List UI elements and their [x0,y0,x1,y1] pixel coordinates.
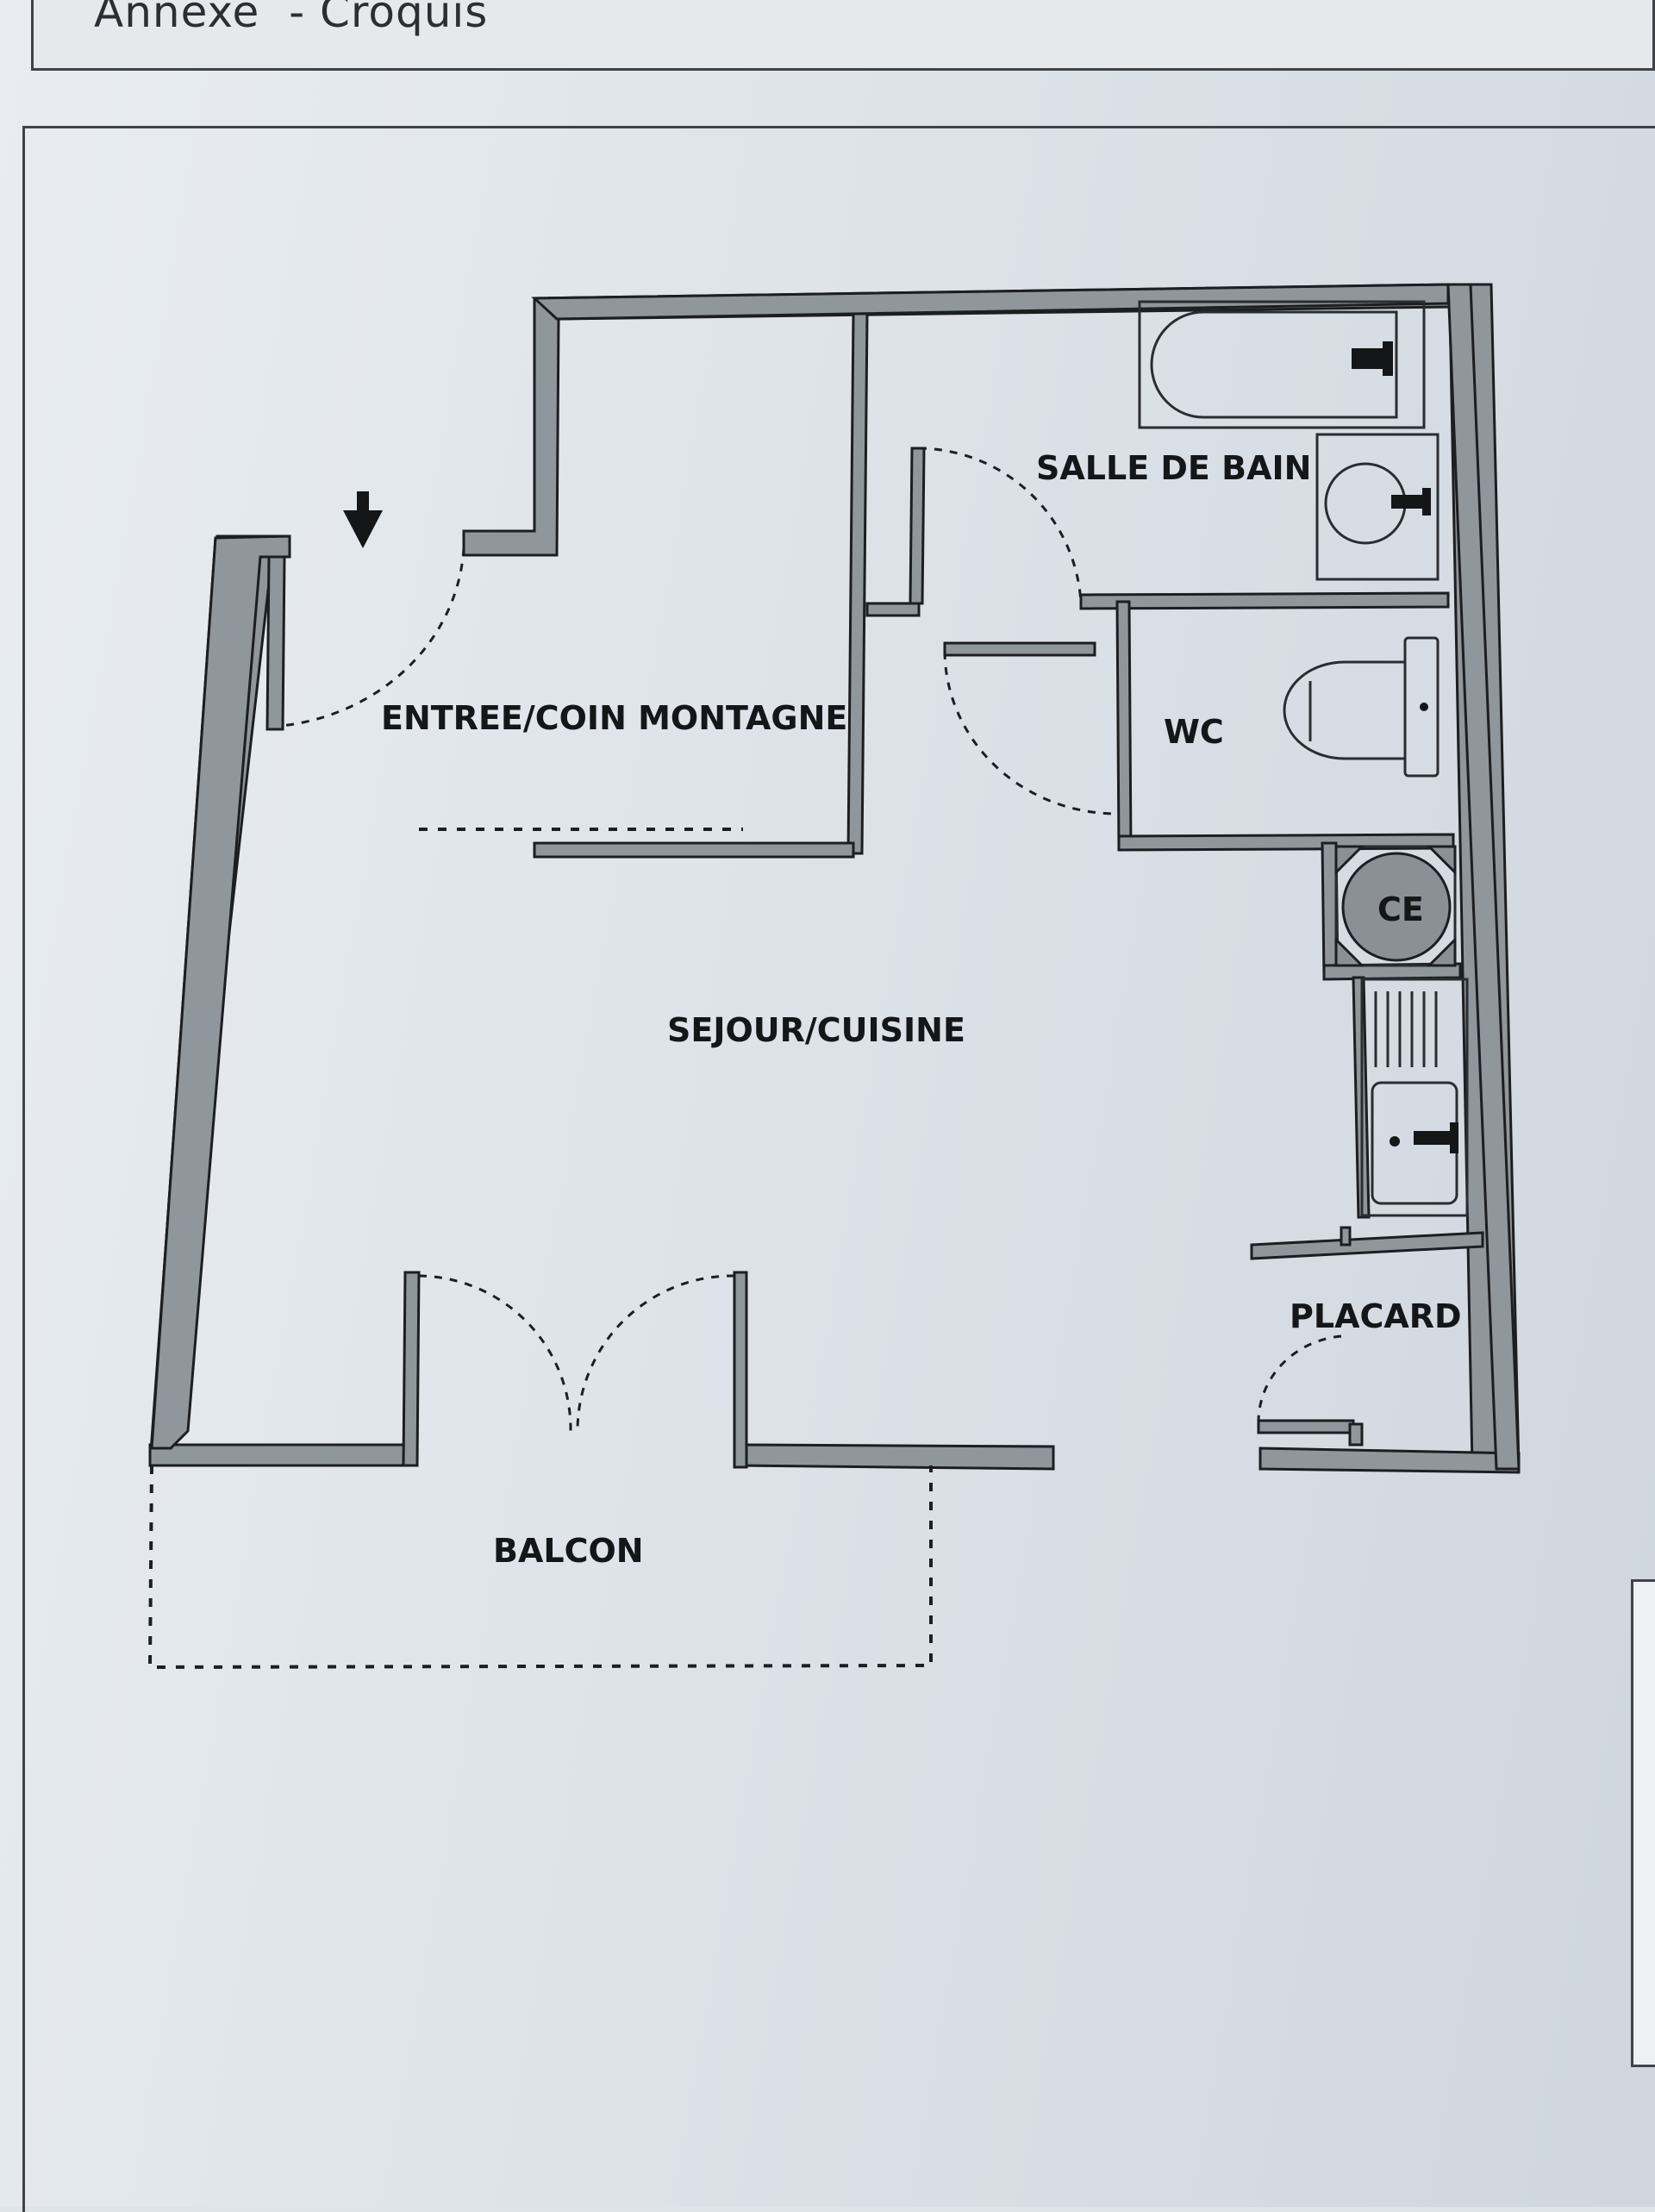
wall-placard-top [1250,1231,1484,1260]
placard-door-swing [1257,1334,1342,1423]
wall-wc-upper-stub [943,641,1096,657]
balcony-door-right-swing [576,1274,735,1432]
label-wc: WC [1164,713,1224,751]
kitchen-sink-icon [1360,978,1469,1217]
bathtub-icon [1138,300,1426,429]
water-heater-icon [1334,845,1457,967]
balcony-door-left-swing [418,1274,572,1432]
door-jamb-right [733,1271,748,1469]
label-placard: PLACARD [1290,1297,1462,1335]
sink-icon [1315,433,1440,581]
wall-placard-right [1348,1422,1364,1447]
balcony-outline [147,1465,933,1670]
entrance-wall-right [462,283,1452,557]
page-edge-tab [1631,1579,1655,2067]
interior-walls [265,312,1484,1469]
exterior-walls [148,283,1521,1474]
door-jamb-left [402,1271,421,1467]
bottom-wall-middle [736,1443,1055,1471]
arrow-down-icon [343,491,383,548]
entrance-door-swing [280,547,465,728]
label-sejour: SEJOUR/CUISINE [667,1011,965,1049]
sketch-frame [22,126,1655,2212]
exterior-outline [150,283,1521,1471]
label-salle-de-bain: SALLE DE BAIN [1036,449,1311,487]
page-title: Annexe - Croquis [94,0,489,37]
bathroom-door-swing [918,447,1083,604]
wall-entree-bottom [533,841,855,859]
wall-bath-stub [909,447,926,605]
bottom-wall-left [148,1443,407,1467]
label-balcon: BALCON [493,1532,644,1570]
wall-wc-left [1115,600,1133,850]
annex-header: Annexe - Croquis [31,0,1655,71]
bottom-wall-right [1258,1447,1521,1474]
wall-bath-left [865,602,921,617]
toilet-icon [1283,636,1440,778]
wall-bath-wc [1079,591,1450,610]
wall-entree-bath [846,312,869,855]
wc-door-swing [943,651,1120,815]
label-entree: ENTREE/COIN MONTAGNE [381,699,847,737]
wall-placard-top-stub [1340,1226,1352,1247]
wall-placard-bottom [1257,1419,1355,1434]
label-ce: CE [1377,890,1424,928]
door-jamb-entree [265,555,286,731]
door-swings [280,447,1342,1432]
